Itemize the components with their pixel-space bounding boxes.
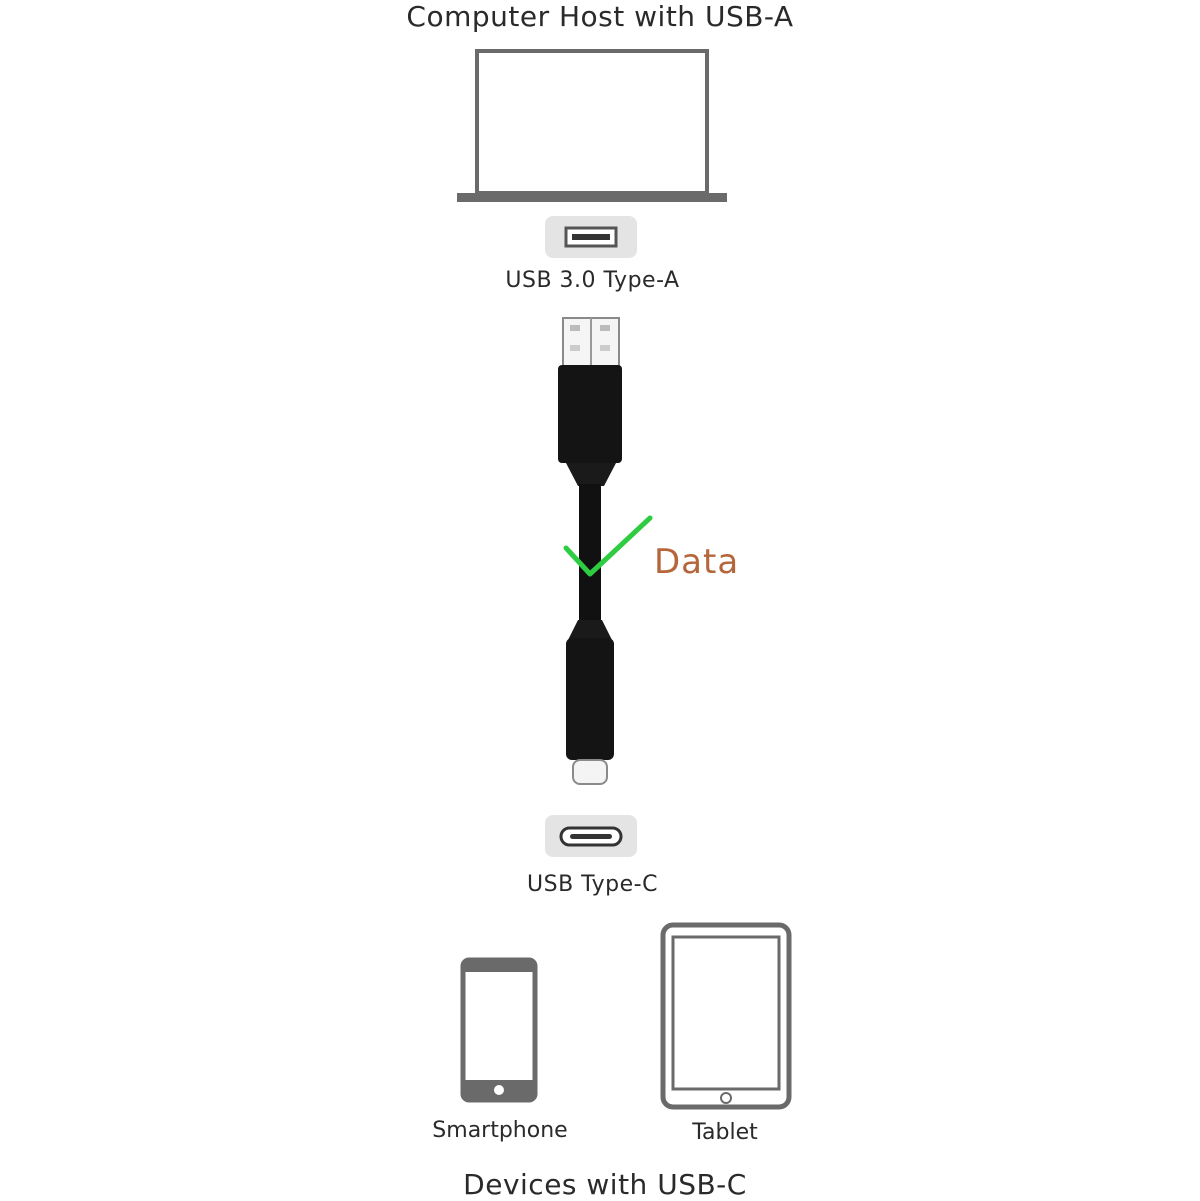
data-label: Data [654,542,740,582]
checkmark-icon [563,515,653,577]
usb-c-port-label: USB Type-C [527,872,658,897]
smartphone-icon [460,957,538,1103]
usb-c-port-icon [545,815,637,857]
usb-a-port-label: USB 3.0 Type-A [505,268,680,293]
tablet-label: Tablet [692,1120,758,1145]
host-title: Computer Host with USB-A [406,0,794,33]
smartphone-label: Smartphone [432,1118,568,1143]
laptop-icon [457,49,727,202]
usb-a-port-icon [545,216,637,258]
cable [579,484,601,634]
devices-title: Devices with USB-C [463,1168,747,1201]
usb-c-plug-icon [566,620,614,785]
tablet-icon [660,922,792,1110]
usb-a-plug-icon [558,317,622,486]
